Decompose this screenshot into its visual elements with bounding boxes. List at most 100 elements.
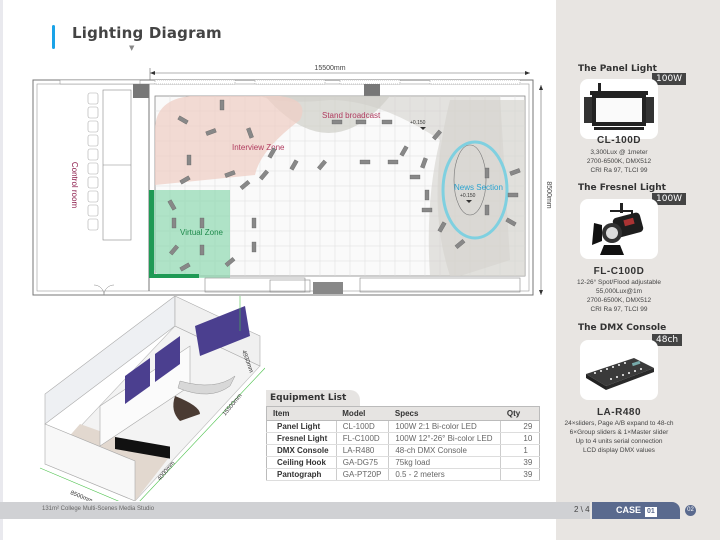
- product-heading: The DMX Console: [578, 323, 667, 333]
- cell-specs: 75kg load: [388, 456, 501, 469]
- floor-plan: 15500mm 8500mm Control room: [32, 65, 552, 296]
- product-image: [580, 340, 658, 400]
- light-fixture: [505, 217, 517, 227]
- table-row: Fresnel Light FL-C100D 100W 12°-26° Bi-c…: [266, 432, 540, 445]
- window: [154, 79, 236, 85]
- cell-specs: 48-ch DMX Console: [388, 444, 501, 457]
- light-fixture: [199, 217, 205, 229]
- cell-item: Pantograph: [266, 468, 337, 481]
- interview-zone: [155, 96, 303, 185]
- spec-line: CRI Ra 97, TLCI 99: [590, 306, 648, 313]
- product-image: [580, 199, 658, 259]
- light-fixtures: [167, 99, 521, 272]
- footer-band: [0, 502, 590, 519]
- cell-item: Ceiling Hook: [266, 456, 337, 469]
- cell-qty: 29: [500, 420, 540, 433]
- news-section-ring: [441, 140, 509, 240]
- spec-line: 6×Group sliders & 1×Master slider: [569, 429, 669, 436]
- light-fixture: [224, 257, 236, 267]
- cell-specs: 100W 12°-26° Bi-color LED: [388, 432, 501, 445]
- cell-model: CL-100D: [335, 420, 389, 433]
- product-image: [580, 79, 658, 139]
- table-row: Ceiling Hook GA-DG75 75kg load 39: [266, 456, 540, 469]
- light-fixture: [387, 159, 399, 165]
- level-mark: +0.150: [410, 120, 426, 126]
- equipment-table: Item Model Specs Qty Panel Light CL-100D…: [266, 406, 540, 481]
- cell-model: FL-C100D: [335, 432, 389, 445]
- pillar: [313, 282, 343, 294]
- cell-qty: 39: [500, 456, 540, 469]
- light-fixture: [224, 170, 236, 178]
- product-specs: 24×sliders, Page A/B expand to 48-ch 6×G…: [556, 419, 682, 455]
- pillar: [133, 84, 149, 98]
- light-fixture: [437, 221, 447, 233]
- light-fixture: [507, 192, 519, 198]
- equipment-list-title: Equipment List: [266, 390, 361, 406]
- product-heading: The Panel Light: [578, 64, 657, 74]
- spec-line: Up to 4 units serial connection: [575, 438, 663, 445]
- power-badge: 48ch: [652, 334, 683, 346]
- virtual-zone: [150, 190, 230, 278]
- light-fixture: [509, 168, 521, 176]
- light-fixture: [409, 174, 421, 180]
- footer-caption: 131m² College Multi-Scenes Media Studio: [42, 506, 155, 512]
- iso-dimension-lines: [39, 296, 265, 501]
- spec-line: 12-26° Spot/Flood adjustable: [577, 279, 661, 286]
- light-fixture: [331, 119, 343, 125]
- light-fixture: [246, 127, 254, 139]
- product-model: LA-R480: [596, 407, 642, 418]
- iso-wall: [44, 423, 136, 501]
- page-edge: [0, 0, 3, 540]
- product-specs: 12-26° Spot/Flood adjustable 55,000Lux@1…: [556, 278, 682, 314]
- column-header-specs: Specs: [388, 406, 501, 421]
- isometric-view: 8500mm 4000mm 15500mm 4930mm: [39, 296, 265, 501]
- light-fixture: [169, 244, 179, 256]
- spec-line: 2700-6500K, DMX512: [586, 297, 652, 304]
- depth-dimension-label: 8500mm: [545, 181, 552, 208]
- case-label: CASE: [616, 505, 642, 515]
- product-sidebar: The Panel Light 100W CL-100D 3,300Lux @ …: [556, 0, 720, 540]
- table-row: Panel Light CL-100D 100W 2:1 Bi-color LE…: [266, 420, 540, 433]
- iso-chroma-panel: [125, 358, 150, 404]
- control-chairs: [87, 92, 99, 231]
- light-fixture: [251, 217, 257, 229]
- spec-line: LCD display DMX values: [583, 447, 655, 454]
- column-header-qty: Qty: [500, 406, 540, 421]
- spec-line: 3,300Lux @ 1meter: [590, 149, 648, 156]
- product-specs: 3,300Lux @ 1meter 2700-6500K, DMX512 CRI…: [556, 148, 682, 175]
- light-fixture: [179, 175, 191, 185]
- column-header-model: Model: [336, 406, 389, 421]
- dmx-console-icon: [586, 358, 654, 390]
- cell-model: GA-PT20P: [335, 468, 389, 481]
- light-fixture: [251, 241, 257, 253]
- table-row: DMX Console LA-R480 48-ch DMX Console 1: [266, 444, 540, 457]
- iso-chroma-panel: [195, 306, 250, 356]
- light-fixture: [177, 115, 189, 125]
- light-fixture: [381, 119, 393, 125]
- light-fixture: [259, 169, 269, 181]
- iso-wall: [44, 296, 176, 425]
- light-fixture: [171, 217, 177, 229]
- page-number-badge: 02: [685, 505, 696, 516]
- light-fixture: [205, 128, 217, 136]
- light-fixture: [454, 239, 466, 249]
- level-mark: +0.150: [460, 193, 476, 199]
- light-fixture: [289, 159, 299, 171]
- zone-label-stand-broadcast: Stand broadcast: [322, 111, 381, 120]
- light-fixture: [219, 99, 225, 111]
- table-row: Pantograph GA-PT20P 0.5 - 2 meters 39: [266, 468, 540, 481]
- window: [59, 79, 141, 85]
- spec-line: 2700-6500K, DMX512: [586, 158, 652, 165]
- pillar: [364, 84, 380, 98]
- product-model: FL-C100D: [593, 266, 645, 277]
- light-fixture: [267, 147, 277, 159]
- cell-specs: 0.5 - 2 meters: [388, 468, 501, 481]
- power-badge: 100W: [652, 193, 687, 205]
- door: [93, 284, 115, 296]
- footer: 131m² College Multi-Scenes Media Studio …: [0, 502, 720, 519]
- zone-label-control-room: Control room: [70, 162, 79, 209]
- cell-qty: 39: [500, 468, 540, 481]
- light-fixture: [424, 189, 430, 201]
- panel-light-icon: [584, 83, 654, 130]
